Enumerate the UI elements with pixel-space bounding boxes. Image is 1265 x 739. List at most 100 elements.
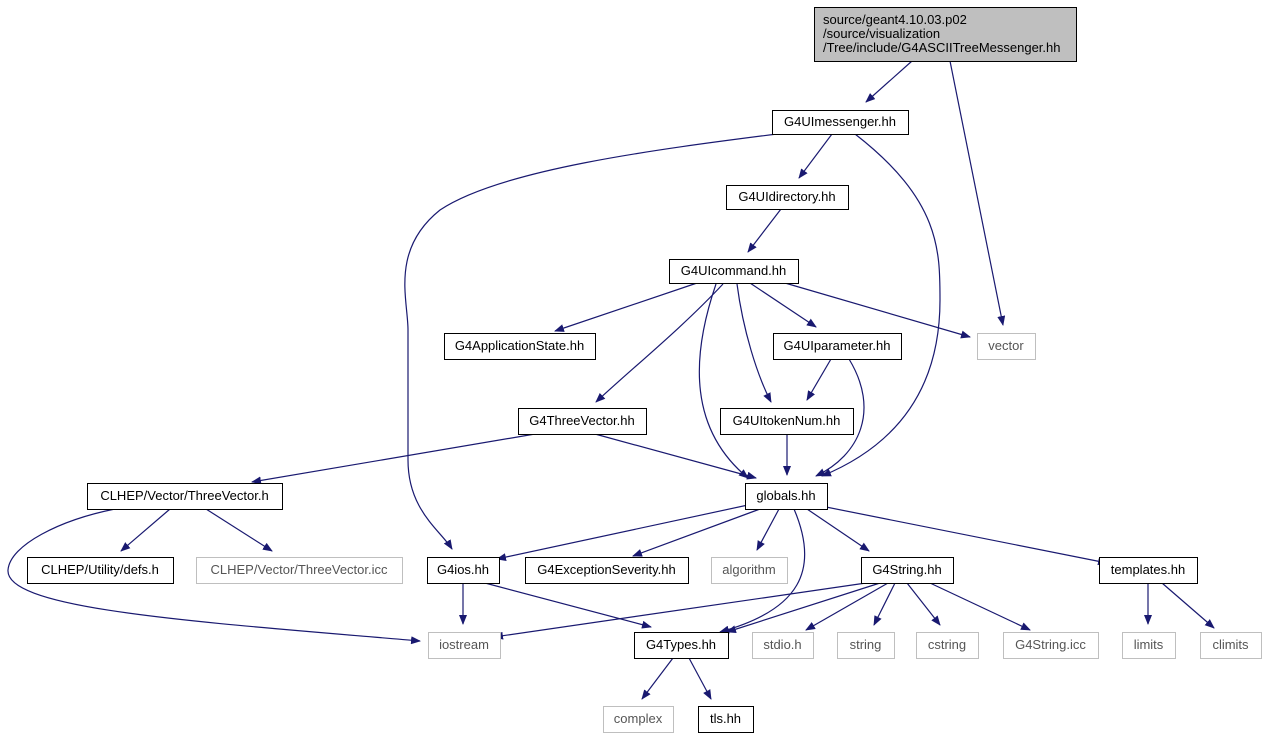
node-label: globals.hh xyxy=(756,488,815,503)
node-box xyxy=(634,632,729,659)
edge-g4uiparameter-to-globals xyxy=(815,358,865,477)
node-box xyxy=(87,483,283,510)
edge-g4uiparameter-to-g4uitokennum xyxy=(806,358,832,401)
node-label: /Tree/include/G4ASCIITreeMessenger.hh xyxy=(823,40,1061,55)
edge-clhep_threevector_h-to-clhep_defs xyxy=(120,508,171,552)
node-label: stdio.h xyxy=(763,637,801,652)
node-box xyxy=(772,110,909,135)
node-label: G4UIparameter.hh xyxy=(784,338,891,353)
node-g4uidirectory[interactable]: G4UIdirectory.hh xyxy=(726,185,849,210)
node-g4uiparameter[interactable]: G4UIparameter.hh xyxy=(773,333,902,360)
edge-globals-to-g4types xyxy=(719,508,806,634)
edge-g4types-to-complex xyxy=(641,657,674,700)
node-label: G4UIdirectory.hh xyxy=(738,189,835,204)
node-label: G4UImessenger.hh xyxy=(784,114,896,129)
edge-g4uicommand-to-vector xyxy=(784,282,971,339)
edge-g4uicommand-to-g4uiparameter xyxy=(749,282,817,328)
node-box xyxy=(525,557,689,584)
node-label: string xyxy=(850,637,882,652)
node-label: iostream xyxy=(439,637,489,652)
node-label: CLHEP/Vector/ThreeVector.icc xyxy=(210,562,388,577)
node-g4uitokennum[interactable]: G4UItokenNum.hh xyxy=(720,408,854,435)
node-box xyxy=(916,632,979,659)
nodes-layer: source/geant4.10.03.p02/source/visualiza… xyxy=(27,7,1262,733)
node-root: source/geant4.10.03.p02/source/visualiza… xyxy=(814,7,1077,62)
node-climits: climits xyxy=(1200,632,1262,659)
edge-globals-to-templates xyxy=(825,506,1108,566)
node-label: complex xyxy=(614,711,663,726)
node-templates[interactable]: templates.hh xyxy=(1099,557,1198,584)
node-string: string xyxy=(837,632,895,659)
node-box xyxy=(603,706,674,733)
edge-g4string-to-g4types xyxy=(726,582,881,634)
edge-g4string-to-string xyxy=(873,582,896,626)
node-box xyxy=(720,408,854,435)
node-box xyxy=(726,185,849,210)
node-box xyxy=(196,557,403,584)
node-box xyxy=(861,557,954,584)
node-label: algorithm xyxy=(722,562,775,577)
edge-g4string-to-g4string_icc xyxy=(929,582,1031,631)
node-box xyxy=(518,408,647,435)
node-box xyxy=(977,333,1036,360)
node-clhep-threevector-icc: CLHEP/Vector/ThreeVector.icc xyxy=(196,557,403,584)
node-label: G4UItokenNum.hh xyxy=(733,413,841,428)
node-g4uicommand[interactable]: G4UIcommand.hh xyxy=(669,259,799,284)
edge-root-to-vector xyxy=(949,60,1006,326)
node-g4string-icc: G4String.icc xyxy=(1003,632,1099,659)
node-stdio: stdio.h xyxy=(752,632,814,659)
node-g4exceptionseverity[interactable]: G4ExceptionSeverity.hh xyxy=(525,557,689,584)
node-tls[interactable]: tls.hh xyxy=(698,706,754,733)
node-g4uimessenger[interactable]: G4UImessenger.hh xyxy=(772,110,909,135)
node-clhep-threevector-h[interactable]: CLHEP/Vector/ThreeVector.h xyxy=(87,483,283,510)
edges-layer xyxy=(7,60,1215,700)
node-label: G4String.hh xyxy=(872,562,941,577)
edge-clhep_threevector_h-to-clhep_threevector_icc xyxy=(205,508,273,552)
edge-g4string-to-cstring xyxy=(906,582,941,626)
node-algorithm: algorithm xyxy=(711,557,788,584)
node-box xyxy=(752,632,814,659)
node-label: CLHEP/Vector/ThreeVector.h xyxy=(100,488,268,503)
node-clhep-defs[interactable]: CLHEP/Utility/defs.h xyxy=(27,557,174,584)
edge-g4uicommand-to-g4threevector xyxy=(595,283,724,403)
node-box xyxy=(698,706,754,733)
node-label: cstring xyxy=(928,637,966,652)
node-label: G4ExceptionSeverity.hh xyxy=(537,562,676,577)
node-vector: vector xyxy=(977,333,1036,360)
node-label: G4ApplicationState.hh xyxy=(455,338,584,353)
node-label: vector xyxy=(988,338,1024,353)
node-g4string[interactable]: G4String.hh xyxy=(861,557,954,584)
node-box xyxy=(27,557,174,584)
node-label: source/geant4.10.03.p02 xyxy=(823,12,967,27)
node-box xyxy=(837,632,895,659)
edge-g4uicommand-to-g4applicationstate xyxy=(554,282,698,332)
node-cstring: cstring xyxy=(916,632,979,659)
edge-clhep_threevector_h-to-iostream xyxy=(7,508,421,645)
node-limits: limits xyxy=(1122,632,1176,659)
edge-globals-to-g4ios xyxy=(496,504,749,562)
node-label: G4ios.hh xyxy=(437,562,489,577)
edge-g4threevector-to-clhep_threevector_h xyxy=(251,433,536,485)
edge-g4uimessenger-to-g4ios xyxy=(404,132,786,550)
node-globals[interactable]: globals.hh xyxy=(745,483,828,510)
node-box xyxy=(773,333,902,360)
node-label: G4ThreeVector.hh xyxy=(529,413,635,428)
edge-g4uimessenger-to-globals xyxy=(821,133,941,477)
edge-root-to-g4uimessenger xyxy=(865,60,913,103)
node-g4threevector[interactable]: G4ThreeVector.hh xyxy=(518,408,647,435)
node-g4ios[interactable]: G4ios.hh xyxy=(427,557,500,584)
edge-globals-to-g4string xyxy=(806,508,870,552)
node-box xyxy=(444,333,596,360)
node-iostream: iostream xyxy=(428,632,501,659)
node-label: G4Types.hh xyxy=(646,637,716,652)
node-label: G4UIcommand.hh xyxy=(681,263,787,278)
node-box xyxy=(745,483,828,510)
edge-globals-to-algorithm xyxy=(756,508,780,551)
node-label: tls.hh xyxy=(710,711,741,726)
edge-templates-to-climits xyxy=(1161,582,1215,629)
node-g4applicationstate[interactable]: G4ApplicationState.hh xyxy=(444,333,596,360)
node-box xyxy=(428,632,501,659)
node-box xyxy=(711,557,788,584)
edge-g4string-to-iostream xyxy=(493,582,867,640)
node-g4types[interactable]: G4Types.hh xyxy=(634,632,729,659)
